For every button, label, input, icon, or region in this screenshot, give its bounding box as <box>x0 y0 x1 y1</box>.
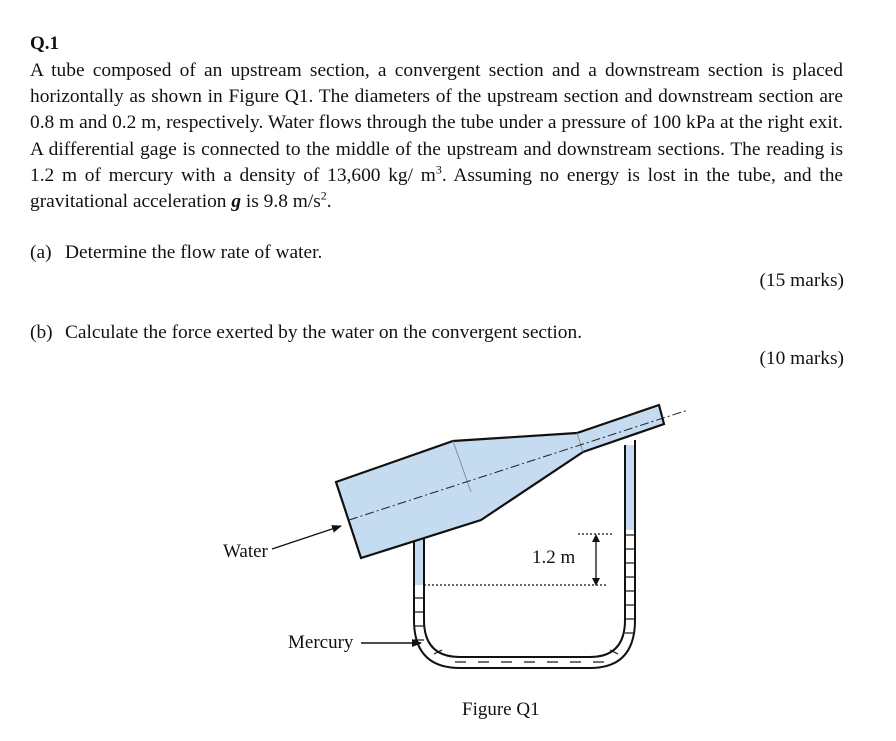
gravity-symbol: g <box>231 191 242 213</box>
reading-arrowhead-top <box>592 534 600 542</box>
upstream-middle-divider <box>452 440 472 493</box>
part-a: (a) Determine the flow rate of water. <box>30 242 322 264</box>
question-text-part-3: is 9.8 m/s <box>241 191 321 213</box>
part-a-label: (a) <box>30 242 52 263</box>
part-b-label: (b) <box>30 322 53 343</box>
convergent-divider-right <box>576 432 584 453</box>
part-b-text: Calculate the force exerted by the water… <box>65 322 583 343</box>
manometer-left-water-column <box>414 530 424 585</box>
question-text: A tube composed of an upstream section, … <box>30 58 843 215</box>
cubed-superscript: 3 <box>435 162 442 177</box>
figure-caption: Figure Q1 <box>462 699 540 720</box>
part-b-marks: (10 marks) <box>759 348 844 369</box>
manometer-inner-wall <box>423 445 626 658</box>
water-arrow <box>271 525 342 550</box>
manometer-mercury <box>414 585 635 668</box>
reading-arrowhead-bottom <box>592 578 600 586</box>
part-a-marks: (15 marks) <box>759 270 844 291</box>
tube-body <box>334 403 666 560</box>
water-label: Water <box>223 541 268 562</box>
part-b: (b) Calculate the force exerted by the wa… <box>30 322 582 344</box>
tube-centerline <box>348 409 689 521</box>
manometer-right-water-column <box>625 445 635 530</box>
reading-label: 1.2 m <box>532 547 576 568</box>
question-text-part-2: . Assuming no energy is lost in the tube… <box>30 164 844 213</box>
part-a-text: Determine the flow rate of water. <box>65 242 323 263</box>
squared-superscript: 2 <box>320 188 327 203</box>
mercury-label: Mercury <box>288 632 354 653</box>
question-text-part-4: . <box>326 191 332 213</box>
question-number: Q.1 <box>30 33 60 54</box>
question-text-part-1: A tube composed of an upstream section, … <box>30 60 843 186</box>
